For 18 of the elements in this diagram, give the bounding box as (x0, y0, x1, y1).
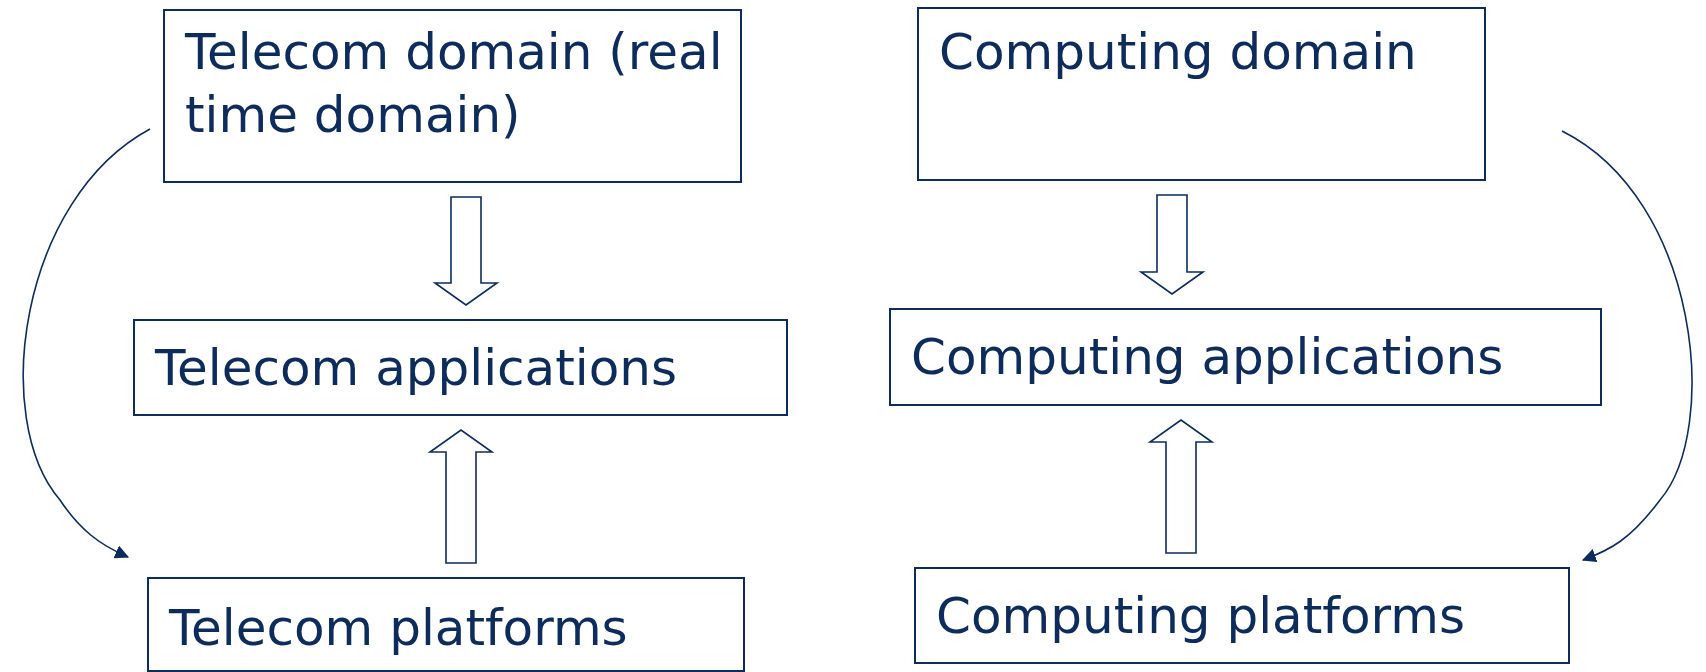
box-label: Computing domain (939, 22, 1418, 83)
curved-arrow (1561, 130, 1693, 562)
text-box (163, 9, 742, 183)
text-box (914, 567, 1570, 664)
block-arrow (427, 429, 495, 564)
text-box (133, 319, 788, 416)
box-label: Telecom platforms (169, 598, 629, 659)
box-label: Computing platforms (936, 586, 1466, 647)
box-label: Computing applications (911, 327, 1505, 388)
block-arrow (1138, 194, 1206, 295)
block-arrow (432, 196, 500, 306)
block-arrow (1147, 419, 1215, 554)
text-box (889, 308, 1602, 406)
text-box (147, 577, 745, 672)
curved-arrow (22, 128, 151, 559)
box-label: Telecom domain (real time domain) (185, 22, 724, 146)
text-box (917, 7, 1486, 181)
box-label: Telecom applications (155, 338, 678, 399)
